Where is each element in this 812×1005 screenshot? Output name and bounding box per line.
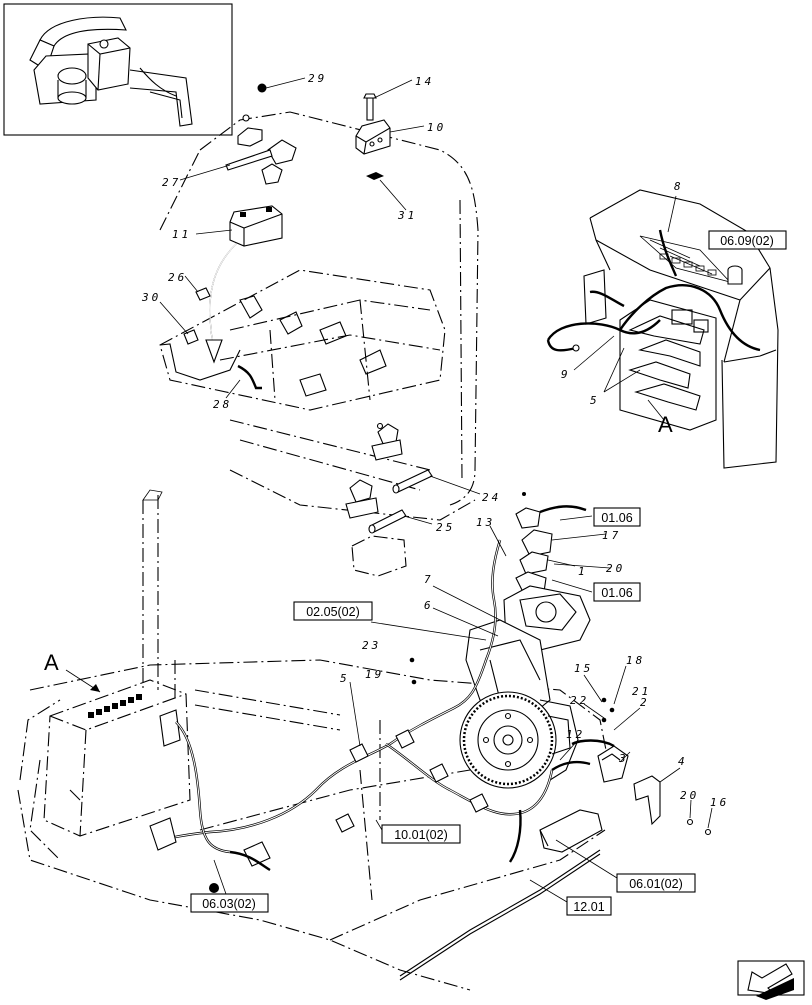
- nut-29: [257, 83, 267, 93]
- callout-11: 11: [172, 228, 191, 241]
- inset-view: [3, 3, 233, 136]
- callout-28: 28: [213, 398, 232, 411]
- reference-boxes: 06.09(02) 01.06 01.06 02.05(02) 10.01(02…: [190, 230, 787, 916]
- detail-view-letter: A: [658, 412, 673, 437]
- svg-text:12.01: 12.01: [573, 900, 604, 914]
- svg-text:01.06: 01.06: [601, 586, 632, 600]
- callout-9: 9: [561, 368, 571, 381]
- bracket-4: [633, 775, 661, 826]
- callout-20-lower: 20: [680, 789, 699, 802]
- callout-17: 17: [602, 529, 621, 542]
- callout-1: 1: [578, 565, 588, 578]
- detail-view-a: [546, 189, 779, 469]
- svg-text:06.09(02): 06.09(02): [720, 234, 774, 248]
- callout-7: 7: [424, 573, 434, 586]
- svg-text:02.05(02): 02.05(02): [306, 605, 360, 619]
- relay-panel: [619, 299, 717, 431]
- callout-14: 14: [415, 75, 434, 88]
- callout-10: 10: [427, 121, 446, 134]
- svg-text:06.03(02): 06.03(02): [202, 897, 256, 911]
- callout-15: 15: [574, 662, 593, 675]
- terminal-assembly: [225, 114, 297, 185]
- callout-24: 24: [482, 491, 501, 504]
- battery-11: [229, 205, 283, 247]
- callout-13: 13: [476, 516, 495, 529]
- leader-lines: [65, 77, 713, 903]
- ref-10-01-02[interactable]: 10.01(02): [381, 824, 461, 844]
- plate-26: [195, 287, 211, 301]
- clamp-assembly-upper: [371, 422, 403, 461]
- callout-31: 31: [397, 209, 417, 222]
- callout-23: 23: [362, 639, 381, 652]
- callout-labels: 29 14 10 27 31 11 26 30 28 8 9 5 24 25 1…: [141, 72, 729, 809]
- callout-27: 27: [162, 176, 181, 189]
- callout-5-detail: 5: [590, 394, 600, 407]
- sleeve-12-assembly: [539, 809, 603, 853]
- ref-06-01-02[interactable]: 06.01(02): [616, 873, 696, 893]
- plate-31: [366, 172, 384, 180]
- callout-19: 19: [365, 668, 384, 681]
- callout-30: 30: [141, 291, 161, 304]
- clamp-assembly-mid: [345, 479, 379, 519]
- callout-8: 8: [674, 180, 684, 193]
- clamp-block-10: [355, 119, 391, 155]
- callout-22: 22: [570, 694, 589, 707]
- ref-02-05-02[interactable]: 02.05(02): [293, 601, 373, 621]
- inset-battery-drawing: [29, 16, 193, 127]
- callout-6: 6: [424, 599, 434, 612]
- callout-29: 29: [308, 72, 327, 85]
- callout-20-upper: 20: [606, 562, 625, 575]
- callout-26: 26: [168, 271, 187, 284]
- svg-text:06.01(02): 06.01(02): [629, 877, 683, 891]
- ref-06-03-02[interactable]: 06.03(02): [190, 893, 269, 913]
- main-view-letter: A: [44, 650, 59, 675]
- svg-text:10.01(02): 10.01(02): [394, 828, 448, 842]
- rod-25: [368, 509, 407, 534]
- vent-row: [88, 694, 142, 718]
- callout-25: 25: [436, 521, 455, 534]
- starter-3: [597, 745, 629, 783]
- callout-16: 16: [710, 796, 729, 809]
- ref-06-09-02[interactable]: 06.09(02): [708, 230, 787, 250]
- ref-01-06-lower[interactable]: 01.06: [593, 582, 641, 602]
- ref-12-01[interactable]: 12.01: [566, 896, 612, 916]
- callout-2: 2: [640, 696, 650, 709]
- rod-27: [225, 149, 273, 171]
- upper-parts: [159, 83, 433, 577]
- ref-01-06-upper[interactable]: 01.06: [593, 507, 641, 527]
- flywheel: [459, 691, 557, 789]
- bolt-14: [363, 93, 377, 121]
- previous-page-arrow-icon[interactable]: [737, 960, 805, 1000]
- battery-box-main: [29, 679, 271, 893]
- engine-area: [169, 492, 712, 981]
- callout-5-main: 5: [340, 672, 350, 685]
- callout-12: 12: [566, 728, 585, 741]
- rod-24: [392, 469, 433, 494]
- callout-21: 21: [632, 685, 651, 698]
- frame-phantom-outline: [17, 111, 611, 991]
- svg-text:01.06: 01.06: [601, 511, 632, 525]
- callout-3: 3: [618, 752, 629, 765]
- callout-4: 4: [678, 755, 688, 768]
- callout-18: 18: [626, 654, 645, 667]
